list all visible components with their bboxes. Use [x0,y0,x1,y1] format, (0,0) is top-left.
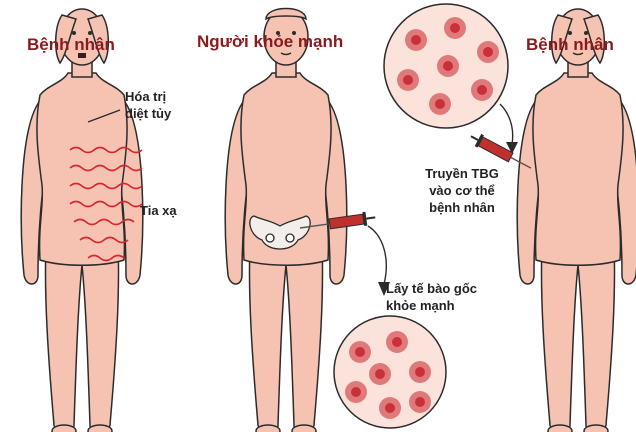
cell [369,363,391,385]
cell [444,17,466,39]
title-patient-right: Bệnh nhân [526,35,614,55]
cell [471,79,493,101]
title-patient-left: Bệnh nhân [27,35,115,55]
cell [429,93,451,115]
donor-figure [225,9,347,432]
right-patient-figure [517,9,636,432]
infuse-label: Truyền TBG vào cơ thể bệnh nhân [412,165,512,216]
harvested-cells-circle [334,316,446,428]
cell [345,381,367,403]
chemo-label-line1: Hóa trị [125,88,171,105]
radiation-label: Tia xạ [140,202,177,219]
cell [409,361,431,383]
cell [437,55,459,77]
cell [349,341,371,363]
cell [379,397,401,419]
title-donor: Người khỏe mạnh [197,32,343,52]
infuse-arrow [500,104,513,144]
cell [405,29,427,51]
harvest-arrow [368,226,386,284]
infuse-label-line3: bệnh nhân [412,199,512,216]
harvest-label: Lấy tế bào gốc khỏe mạnh [386,280,477,314]
infuse-label-line2: vào cơ thể [412,182,512,199]
chemo-label-line2: diệt tủy [125,105,171,122]
donated-cells-circle [384,4,508,128]
cell [386,331,408,353]
infuse-label-line1: Truyền TBG [412,165,512,182]
chemo-label: Hóa trị diệt tủy [125,88,171,122]
harvest-label-line1: Lấy tế bào gốc [386,280,477,297]
cell [477,41,499,63]
harvest-label-line2: khỏe mạnh [386,297,477,314]
cell [397,69,419,91]
cell [409,391,431,413]
